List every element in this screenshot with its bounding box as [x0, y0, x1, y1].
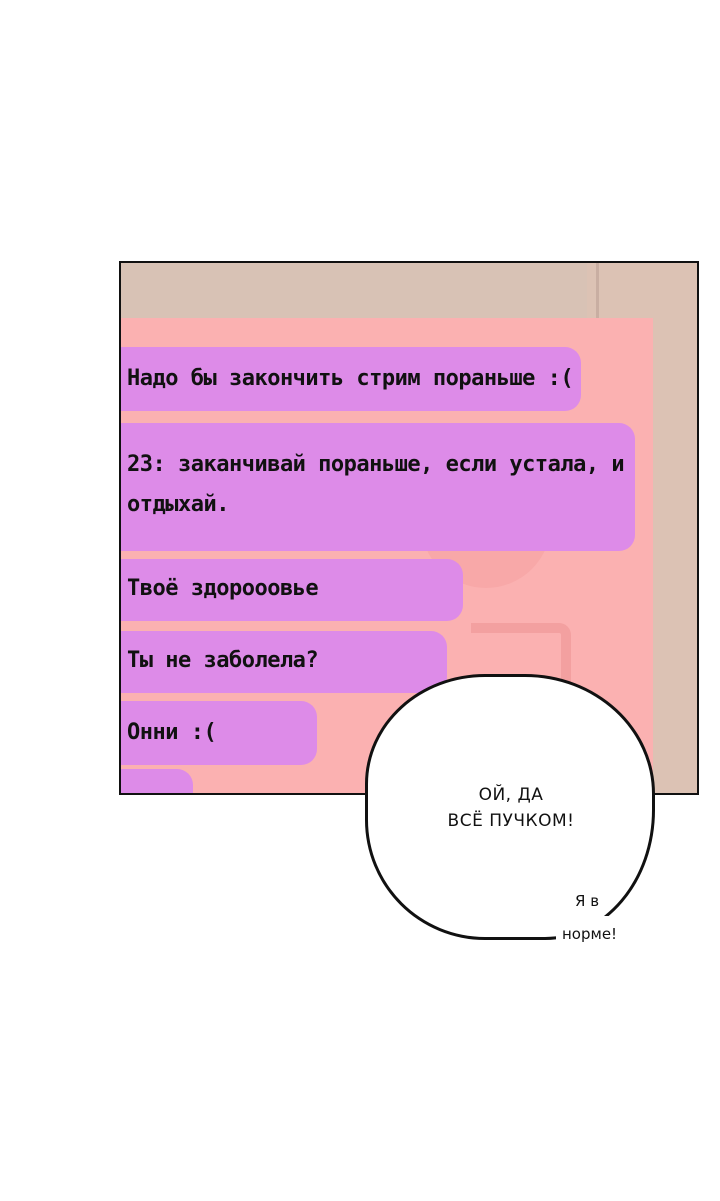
aside-text-line-2: норме! [562, 925, 618, 943]
chat-message: Ты не заболела? [121, 631, 447, 693]
chat-message: Надо бы закончить стрим пораньше :( [121, 347, 581, 411]
speech-line-2: ВСЁ ПУЧКОМ! [447, 811, 575, 831]
speech-bubble [365, 674, 655, 940]
chat-message: Онни :( [121, 701, 317, 765]
chat-message: 23: заканчивай пораньше, если устала, и … [121, 423, 635, 551]
aside-text-line-1: Я в [575, 892, 600, 910]
aside-text-backing [556, 916, 632, 950]
speech-text: ОЙ, ДА ВСЁ ПУЧКОМ! [426, 782, 596, 834]
chat-message: Твоё здорооовье [121, 559, 463, 621]
speech-line-1: ОЙ, ДА [478, 785, 544, 805]
chat-message-partial [121, 769, 193, 793]
